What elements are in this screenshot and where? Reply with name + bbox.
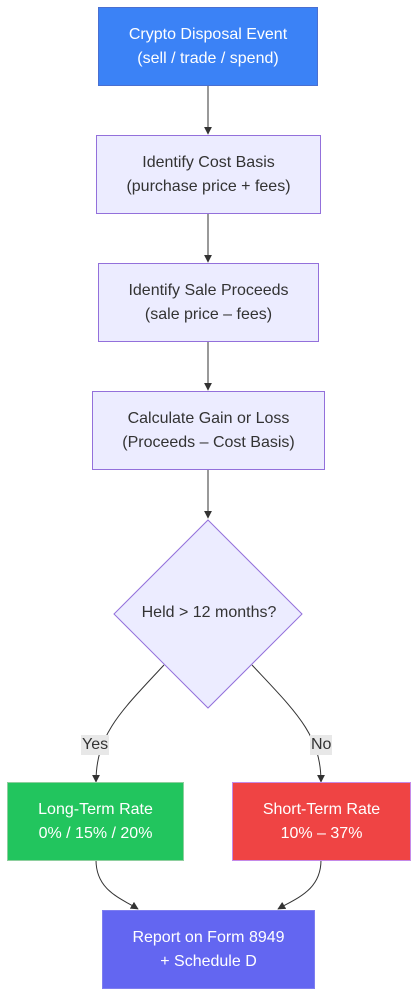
node-long-term-rate: Long-Term Rate 0% / 15% / 20% <box>7 782 184 861</box>
node-short-term-rate-line1: Short-Term Rate <box>262 800 381 818</box>
node-identify-cost-basis-line1: Identify Cost Basis <box>142 153 275 171</box>
node-report-on-form-8949-line1: Report on Form 8949 <box>132 928 285 946</box>
node-identify-sale-proceeds: Identify Sale Proceeds (sale price – fee… <box>98 263 319 342</box>
edge-label-no: No <box>310 735 333 755</box>
node-identify-cost-basis-line2: (purchase price + fees) <box>126 177 291 195</box>
node-report-on-form-8949: Report on Form 8949 + Schedule D <box>102 910 315 989</box>
edge-decision-yes <box>92 664 165 783</box>
node-short-term-rate-line2: 10% – 37% <box>280 824 363 842</box>
node-calculate-gain-or-loss: Calculate Gain or Loss (Proceeds – Cost … <box>92 391 325 470</box>
node-long-term-rate-line1: Long-Term Rate <box>38 800 153 818</box>
node-long-term-rate-line2: 0% / 15% / 20% <box>38 824 153 842</box>
node-identify-sale-proceeds-line2: (sale price – fees) <box>144 305 273 323</box>
decision-held-over-12-months: Held > 12 months? <box>141 604 277 621</box>
node-crypto-disposal-event-line1: Crypto Disposal Event <box>128 25 288 43</box>
node-calculate-gain-or-loss-line2: (Proceeds – Cost Basis) <box>122 433 295 451</box>
node-identify-cost-basis: Identify Cost Basis (purchase price + fe… <box>96 135 321 214</box>
node-crypto-disposal-event-line2: (sell / trade / spend) <box>137 49 279 67</box>
edge-long-term-to-report <box>95 859 139 910</box>
decision-diamond <box>113 519 303 709</box>
node-calculate-gain-or-loss-line1: Calculate Gain or Loss <box>127 409 290 427</box>
edge-short-term-to-report <box>277 859 322 910</box>
edge-decision-no <box>251 664 325 783</box>
node-identify-sale-proceeds-line1: Identify Sale Proceeds <box>128 281 289 299</box>
node-report-on-form-8949-line2: + Schedule D <box>160 952 257 970</box>
node-crypto-disposal-event: Crypto Disposal Event (sell / trade / sp… <box>98 7 318 86</box>
edge-label-yes: Yes <box>81 735 110 755</box>
node-short-term-rate: Short-Term Rate 10% – 37% <box>232 782 411 861</box>
